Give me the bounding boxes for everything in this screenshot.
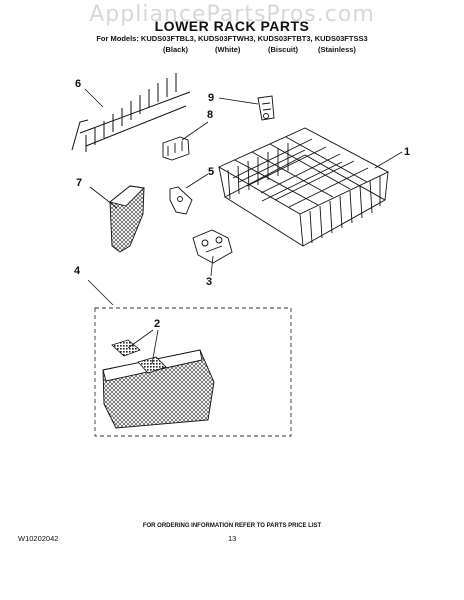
color-label-biscuit: (Biscuit)	[268, 45, 298, 54]
color-label-white: (White)	[215, 45, 241, 54]
leader-line-9	[218, 97, 259, 105]
page-number: 13	[228, 534, 237, 543]
color-label-black: (Black)	[163, 45, 189, 54]
callout-4: 4	[74, 265, 81, 277]
watermark: AppliancePartsPros.com	[89, 2, 375, 27]
leader-line-6	[84, 88, 104, 108]
rack-bracket-icon	[162, 136, 190, 161]
roller-icon	[192, 229, 233, 264]
assembly-box	[94, 307, 292, 437]
basket-icon	[109, 185, 145, 253]
rack-stop-icon	[257, 95, 275, 121]
tine-row-icon	[71, 73, 191, 152]
basket-cover-icon	[111, 339, 167, 374]
lower-rack-icon	[218, 127, 390, 247]
leader-line-1	[374, 151, 403, 169]
callout-7: 7	[76, 177, 83, 189]
callout-6: 6	[75, 78, 82, 90]
doc-number: W10202042	[18, 534, 59, 543]
callout-8: 8	[207, 109, 214, 121]
leader-line-5	[185, 173, 209, 189]
leader-line-2a	[127, 329, 154, 349]
ordering-note: FOR ORDERING INFORMATION REFER TO PARTS …	[142, 523, 322, 529]
callout-9: 9	[208, 92, 215, 104]
callout-2: 2	[154, 318, 161, 330]
callout-5: 5	[208, 166, 215, 178]
color-label-stainless: (Stainless)	[318, 45, 356, 54]
leader-line-2b	[151, 329, 159, 365]
leader-line-3	[210, 255, 214, 277]
callout-3: 3	[206, 276, 213, 288]
page-title: LOWER RACK PARTS	[154, 18, 310, 34]
leader-line-7	[89, 186, 118, 209]
leader-line-8	[181, 121, 209, 141]
models-line: For Models: KUDS03FTBL3, KUDS03FTWH3, KU…	[96, 34, 368, 43]
callout-1: 1	[404, 146, 411, 158]
leader-line-4	[87, 279, 114, 306]
clip-icon	[169, 186, 193, 215]
